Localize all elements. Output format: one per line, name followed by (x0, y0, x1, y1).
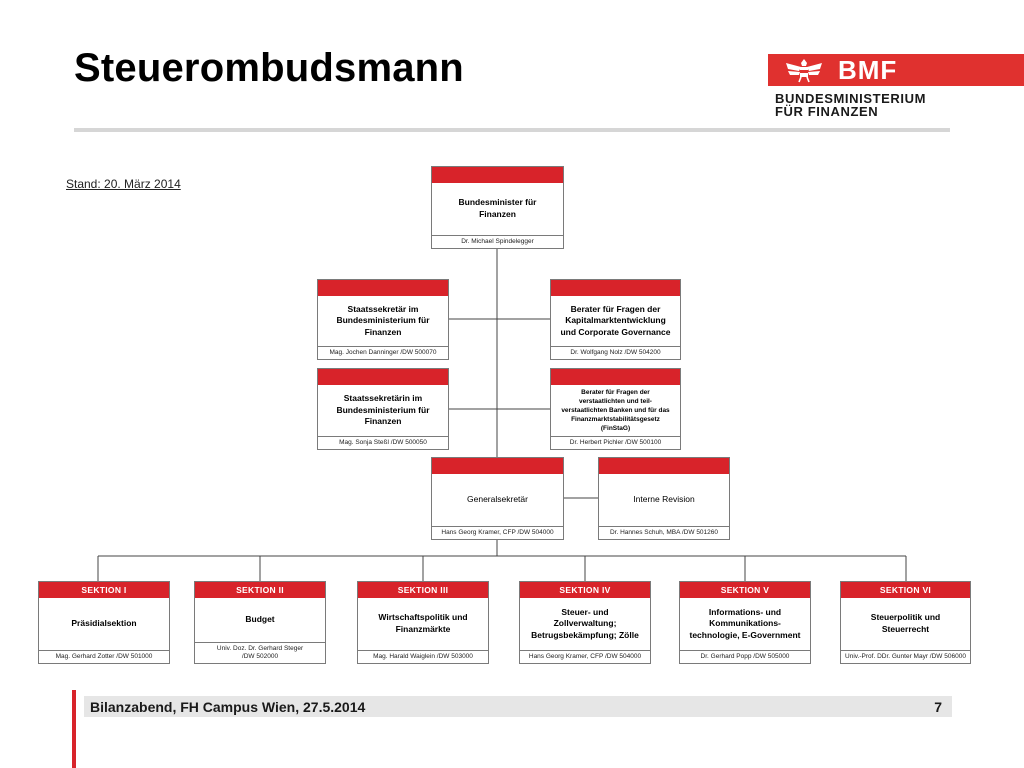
org-box-generalsekretaer: Generalsekretär Hans Georg Kramer, CFP /… (431, 457, 564, 540)
org-box-header: SEKTION I (39, 582, 169, 598)
org-box-title: Interne Revision (633, 494, 695, 505)
org-box-staatssekretaer: Staatssekretär im Bundesministerium für … (317, 279, 449, 360)
org-box-title: Präsidialsektion (71, 618, 137, 629)
org-box-header (551, 280, 680, 296)
footer-accent-bar (72, 690, 76, 768)
org-box-header: SEKTION III (358, 582, 488, 598)
org-box-title: Steuerpolitik und Steuerrecht (870, 612, 941, 634)
org-box-person: Hans Georg Kramer, CFP /DW 504000 (432, 525, 563, 539)
footer: Bilanzabend, FH Campus Wien, 27.5.2014 7 (84, 696, 952, 717)
org-box-sektion5: SEKTION V Informations- und Kommunikatio… (679, 581, 811, 664)
org-box-title: Staatssekretärin im Bundesministerium fü… (336, 393, 430, 427)
org-box-sektion3: SEKTION III Wirtschaftspolitik und Finan… (357, 581, 489, 664)
org-box-title: Berater für Fragen der Kapitalmarktentwi… (560, 303, 671, 337)
org-box-sektion4: SEKTION IV Steuer- und Zollverwaltung; B… (519, 581, 651, 664)
org-box-berater-banken: Berater für Fragen der verstaatlichten u… (550, 368, 681, 450)
org-box-header: SEKTION V (680, 582, 810, 598)
org-box-header (318, 369, 448, 385)
org-box-person: Dr. Gerhard Popp /DW 505000 (680, 649, 810, 663)
org-box-title: Budget (245, 614, 275, 625)
eagle-icon (786, 59, 822, 83)
slide-title: Steuerombudsmann (74, 46, 464, 90)
logo-banner: BMF (768, 54, 1024, 86)
org-box-header (551, 369, 680, 385)
org-box-header: SEKTION II (195, 582, 325, 598)
org-box-header (432, 167, 563, 183)
org-box-person: Dr. Wolfgang Nolz /DW 504200 (551, 345, 680, 359)
logo-wordmark-line2: FÜR FINANZEN (775, 104, 879, 119)
footer-text: Bilanzabend, FH Campus Wien, 27.5.2014 (90, 699, 366, 715)
org-box-sektion2: SEKTION II Budget Univ. Doz. Dr. Gerhard… (194, 581, 326, 664)
org-box-person: Mag. Harald Waiglein /DW 503000 (358, 649, 488, 663)
org-box-sektion6: SEKTION VI Steuerpolitik und Steuerrecht… (840, 581, 971, 664)
org-box-title: Informations- und Kommunikations- techno… (689, 606, 801, 640)
org-box-person: Mag. Sonja Steßl /DW 500050 (318, 435, 448, 449)
page-number: 7 (934, 699, 942, 715)
org-box-header (432, 458, 563, 474)
org-box-staatssekretaerin: Staatssekretärin im Bundesministerium fü… (317, 368, 449, 450)
org-box-header: SEKTION VI (841, 582, 970, 598)
org-box-person: Mag. Jochen Danninger /DW 500070 (318, 345, 448, 359)
org-box-person: Univ. Doz. Dr. Gerhard Steger /DW 502000 (195, 641, 325, 663)
org-box-person: Hans Georg Kramer, CFP /DW 504000 (520, 649, 650, 663)
org-box-header: SEKTION IV (520, 582, 650, 598)
org-box-header (599, 458, 729, 474)
org-box-title: Berater für Fragen der verstaatlichten u… (561, 388, 670, 433)
org-box-title: Bundesminister für Finanzen (458, 197, 537, 219)
org-box-berater-kapitalmarkt: Berater für Fragen der Kapitalmarktentwi… (550, 279, 681, 360)
org-box-sektion1: SEKTION I Präsidialsektion Mag. Gerhard … (38, 581, 170, 664)
org-box-person: Dr. Hannes Schuh, MBA /DW 501260 (599, 525, 729, 539)
org-box-revision: Interne Revision Dr. Hannes Schuh, MBA /… (598, 457, 730, 540)
logo-abbreviation: BMF (838, 55, 898, 85)
logo-wordmark-line1: BUNDESMINISTERIUM (775, 91, 927, 106)
bmf-logo: BMF BUNDESMINISTERIUM FÜR FINANZEN (768, 54, 1024, 120)
org-box-person: Univ.-Prof. DDr. Gunter Mayr /DW 506000 (841, 649, 970, 663)
chart-date-label: Stand: 20. März 2014 (66, 177, 181, 191)
org-box-person: Dr. Herbert Pichler /DW 500100 (551, 435, 680, 449)
org-box-title: Steuer- und Zollverwaltung; Betrugsbekäm… (531, 606, 639, 640)
org-box-minister: Bundesminister für Finanzen Dr. Michael … (431, 166, 564, 249)
org-box-title: Staatssekretär im Bundesministerium für … (336, 303, 430, 337)
org-box-title: Generalsekretär (467, 494, 528, 505)
org-box-person: Mag. Gerhard Zotter /DW 501000 (39, 649, 169, 663)
org-box-person: Dr. Michael Spindelegger (432, 234, 563, 248)
org-box-header (318, 280, 448, 296)
title-divider (74, 128, 950, 132)
org-chart-connectors (97, 249, 907, 581)
org-box-title: Wirtschaftspolitik und Finanzmärkte (378, 612, 468, 634)
